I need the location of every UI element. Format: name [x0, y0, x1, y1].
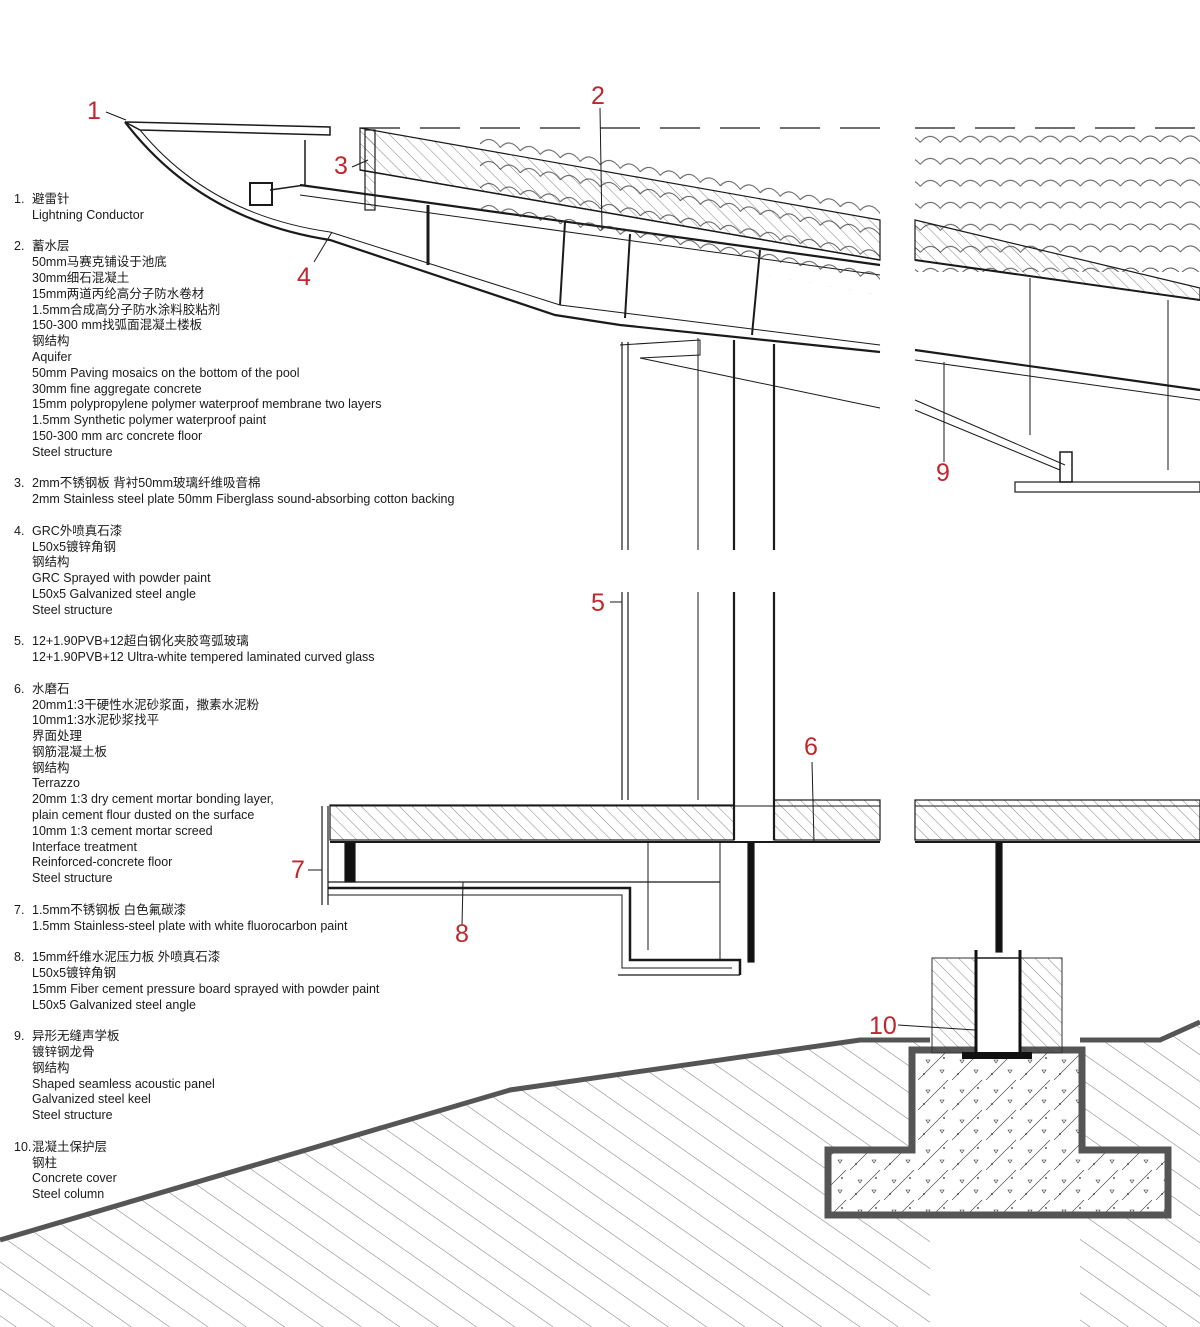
note-line: 15mm两道丙纶高分子防水卷材: [32, 286, 205, 301]
note-line: 避雷针: [32, 192, 70, 206]
callout-2: 2: [591, 82, 605, 110]
note-4: 4. GRC外喷真石漆 L50x5镀锌角钢 钢结构 GRC Sprayed wi…: [14, 524, 474, 619]
callout-1: 1: [87, 97, 101, 125]
column-and-glazing: [621, 338, 776, 840]
callout-7: 7: [291, 856, 305, 884]
note-line: Steel structure: [32, 871, 113, 886]
note-line: GRC Sprayed with powder paint: [32, 571, 211, 586]
note-number: 4.: [14, 523, 25, 538]
note-line: 钢筋混凝土板: [32, 744, 108, 759]
callout-3: 3: [334, 152, 348, 180]
note-2: 2. 蓄水层 50mm马赛克铺设于池底 30mm细石混凝土 15mm两道丙纶高分…: [14, 239, 474, 460]
note-line: 15mm纤维水泥压力板 外喷真石漆: [32, 950, 221, 965]
note-number: 6.: [14, 681, 25, 696]
note-line: 10mm1:3水泥砂浆找平: [32, 713, 160, 728]
note-line: Lightning Conductor: [32, 207, 144, 222]
concrete-footing: [824, 950, 1172, 1219]
callout-6: 6: [804, 733, 818, 761]
legend-notes: 1. 避雷针 Lightning Conductor 2. 蓄水层 50mm马赛…: [14, 192, 474, 1219]
note-number: 1.: [14, 192, 25, 206]
note-line: 20mm 1:3 dry cement mortar bonding layer…: [32, 792, 274, 807]
note-line: 50mm马赛克铺设于池底: [32, 255, 167, 270]
note-line: Concrete cover: [32, 1171, 117, 1186]
note-number: 8.: [14, 950, 25, 965]
callout-8: 8: [455, 920, 469, 948]
note-3: 3. 2mm不锈钢板 背衬50mm玻璃纤维吸音棉 2mm Stainless s…: [14, 476, 474, 508]
note-6: 6. 水磨石 20mm1:3干硬性水泥砂浆面，撒素水泥粉 10mm1:3水泥砂浆…: [14, 682, 474, 887]
note-line: 1.5mm Synthetic polymer waterproof paint: [32, 413, 267, 428]
note-line: 150-300 mm找弧面混凝土楼板: [32, 318, 203, 333]
note-line: Reinforced-concrete floor: [32, 855, 173, 870]
note-line: Steel structure: [32, 444, 113, 459]
note-number: 10.: [14, 1139, 32, 1154]
note-10: 10. 混凝土保护层 钢柱 Concrete cover Steel colum…: [14, 1140, 474, 1203]
roof-right: [914, 219, 1200, 493]
note-number: 9.: [14, 1029, 25, 1044]
note-line: GRC外喷真石漆: [32, 523, 123, 538]
note-line: 镀锌钢龙骨: [32, 1045, 95, 1060]
note-line: L50x5 Galvanized steel angle: [32, 997, 197, 1012]
note-line: Shaped seamless acoustic panel: [32, 1076, 215, 1091]
note-line: 20mm1:3干硬性水泥砂浆面，撒素水泥粉: [32, 697, 260, 712]
note-number: 7.: [14, 902, 25, 917]
note-line: Steel structure: [32, 1108, 113, 1123]
note-line: 钢结构: [32, 760, 70, 775]
note-line: 蓄水层: [32, 239, 70, 254]
note-line: 混凝土保护层: [32, 1139, 108, 1154]
note-line: Galvanized steel keel: [32, 1092, 151, 1107]
note-1: 1. 避雷针 Lightning Conductor: [14, 192, 474, 224]
callout-10: 10: [869, 1012, 897, 1040]
leader-lines: [105, 107, 976, 1031]
note-line: 1.5mm不锈钢板 白色氟碳漆: [32, 902, 187, 917]
note-line: plain cement flour dusted on the surface: [32, 808, 255, 823]
note-line: 15mm polypropylene polymer waterproof me…: [32, 397, 382, 412]
note-line: 钢柱: [32, 1155, 58, 1170]
note-line: L50x5镀锌角钢: [32, 539, 117, 554]
note-line: 12+1.90PVB+12 Ultra-white tempered lamin…: [32, 650, 375, 665]
note-8: 8. 15mm纤维水泥压力板 外喷真石漆 L50x5镀锌角钢 15mm Fibe…: [14, 950, 474, 1013]
note-line: 12+1.90PVB+12超白钢化夹胶弯弧玻璃: [32, 634, 249, 649]
note-line: 1.5mm合成高分子防水涂料胶粘剂: [32, 302, 221, 317]
note-line: 10mm 1:3 cement mortar screed: [32, 823, 213, 838]
note-line: 钢结构: [32, 555, 70, 570]
callout-9: 9: [936, 459, 950, 487]
note-line: 1.5mm Stainless-steel plate with white f…: [32, 918, 348, 933]
note-line: 钢结构: [32, 334, 70, 349]
note-line: Interface treatment: [32, 839, 137, 854]
callout-5: 5: [591, 589, 605, 617]
note-line: 钢结构: [32, 1060, 70, 1075]
note-line: 异形无缝声学板: [32, 1029, 120, 1044]
note-line: 150-300 mm arc concrete floor: [32, 428, 203, 443]
note-line: 2mm不锈钢板 背衬50mm玻璃纤维吸音棉: [32, 476, 261, 491]
note-7: 7. 1.5mm不锈钢板 白色氟碳漆 1.5mm Stainless-steel…: [14, 903, 474, 935]
note-number: 2.: [14, 239, 25, 254]
note-number: 3.: [14, 476, 25, 491]
note-line: Steel column: [32, 1187, 105, 1202]
note-5: 5. 12+1.90PVB+12超白钢化夹胶弯弧玻璃 12+1.90PVB+12…: [14, 634, 474, 666]
note-line: 2mm Stainless steel plate 50mm Fiberglas…: [32, 492, 455, 507]
note-line: 水磨石: [32, 681, 70, 696]
note-line: L50x5镀锌角钢: [32, 966, 117, 981]
note-line: L50x5 Galvanized steel angle: [32, 586, 197, 601]
note-line: Steel structure: [32, 602, 113, 617]
note-line: 50mm Paving mosaics on the bottom of the…: [32, 365, 300, 380]
callout-4: 4: [297, 263, 311, 291]
note-9: 9. 异形无缝声学板 镀锌钢龙骨 钢结构 Shaped seamless aco…: [14, 1029, 474, 1124]
floor-slab: [321, 799, 1200, 976]
note-line: 30mm细石混凝土: [32, 270, 130, 285]
note-line: 30mm fine aggregate concrete: [32, 381, 202, 396]
note-line: 15mm Fiber cement pressure board sprayed…: [32, 981, 380, 996]
note-number: 5.: [14, 634, 25, 649]
note-line: Aquifer: [32, 349, 72, 364]
note-line: 界面处理: [32, 729, 83, 744]
note-line: Terrazzo: [32, 776, 80, 791]
